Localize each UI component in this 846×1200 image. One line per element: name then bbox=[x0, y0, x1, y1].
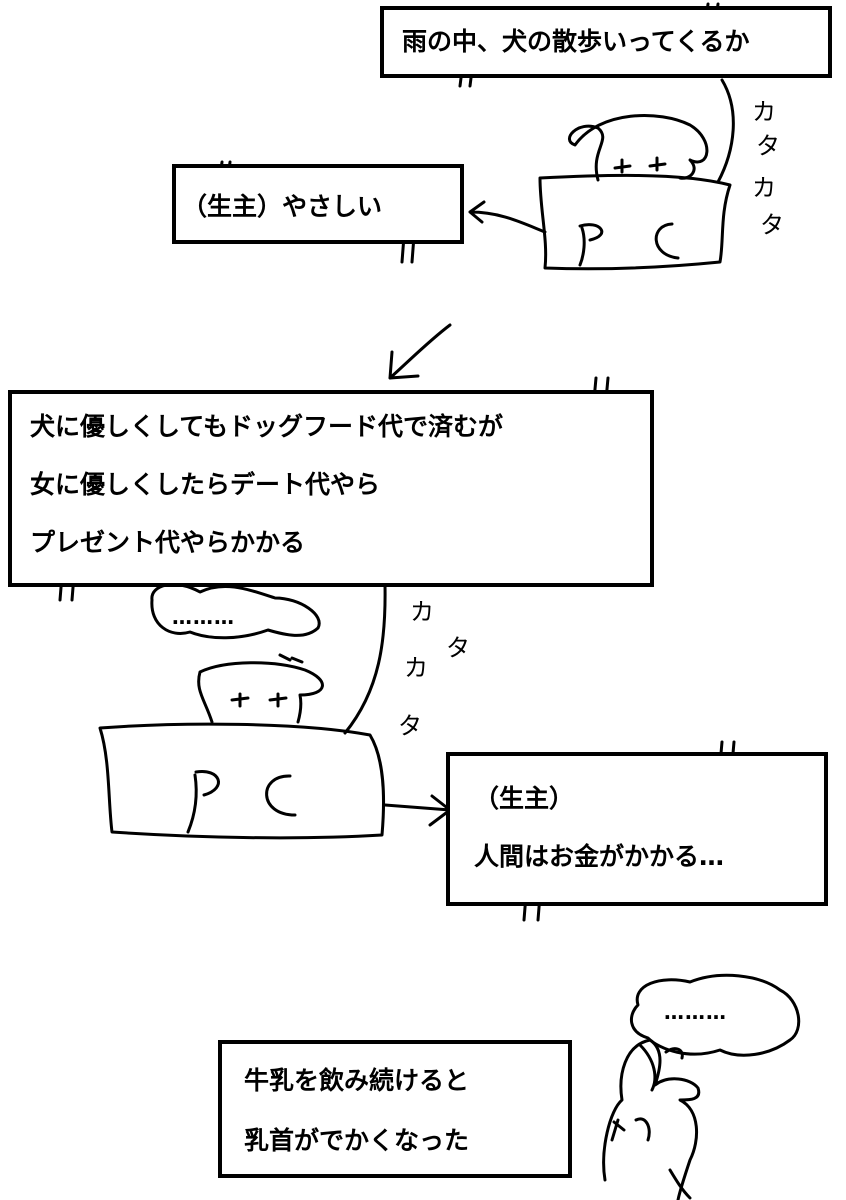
speech-line-1: 牛乳を飲み続けると bbox=[244, 1066, 470, 1095]
thought-cloud bbox=[150, 583, 321, 640]
speech-line-3: プレゼント代やらかかる bbox=[30, 528, 306, 557]
pc-label: P C bbox=[578, 222, 580, 223]
pc-letter-p bbox=[186, 770, 220, 834]
speech-line-1: 犬に優しくしてもドッグフード代で済むが bbox=[30, 412, 504, 441]
typing-sound: カ bbox=[752, 92, 776, 127]
thought-bubble-dots bbox=[278, 653, 304, 664]
typing-sound: タ bbox=[756, 126, 780, 161]
person-line bbox=[668, 1168, 692, 1200]
speech-text: 雨の中、犬の散歩いってくるか bbox=[402, 27, 750, 56]
typing-char: カ bbox=[410, 598, 434, 626]
reply-line-2: 人間はお金がかかる… bbox=[474, 842, 725, 871]
pc-label: P C bbox=[190, 780, 192, 781]
typing-char: タ bbox=[756, 132, 780, 160]
arrow bbox=[388, 323, 452, 380]
speech-tail bbox=[343, 583, 387, 735]
typing-sound: タ bbox=[398, 706, 422, 741]
person-head bbox=[197, 661, 324, 724]
thought-dots: ……… bbox=[172, 605, 235, 629]
typing-sound: タ bbox=[446, 628, 470, 663]
pc-letter-c bbox=[654, 222, 680, 260]
person-eyes bbox=[230, 692, 288, 708]
person-hand bbox=[638, 1043, 684, 1092]
pc-monitor bbox=[538, 173, 732, 271]
typing-char: タ bbox=[446, 634, 470, 662]
person-eyes bbox=[613, 156, 667, 174]
thought-cloud bbox=[629, 973, 801, 1057]
typing-sound: カ bbox=[410, 592, 434, 627]
pc-letter-c bbox=[265, 774, 297, 817]
typing-char: カ bbox=[752, 98, 776, 126]
pc-monitor bbox=[98, 722, 386, 840]
typing-char: カ bbox=[752, 174, 776, 202]
speech-line-2: 乳首がでかくなった bbox=[244, 1126, 470, 1155]
typing-sound: タ bbox=[760, 205, 784, 240]
typing-char: タ bbox=[760, 211, 784, 239]
speech-box-rain-walk: 雨の中、犬の散歩いってくるか bbox=[380, 6, 832, 78]
speech-tail bbox=[716, 78, 735, 184]
pc-letter-p bbox=[578, 223, 604, 267]
reply-box-money: （生主） 人間はお金がかかる… bbox=[446, 752, 828, 906]
reply-box-kind: （生主）やさしい bbox=[172, 164, 464, 244]
person-eyes bbox=[610, 1117, 651, 1142]
typing-char: カ bbox=[404, 654, 428, 682]
reply-text: （生主）やさしい bbox=[182, 192, 383, 221]
thought-dots: ……… bbox=[664, 1000, 727, 1024]
person-head bbox=[568, 114, 709, 182]
typing-sound: カ bbox=[404, 648, 428, 683]
reply-line-1: （生主） bbox=[474, 784, 575, 813]
speech-box-dog-vs-woman: 犬に優しくしてもドッグフード代で済むが 女に優しくしたらデート代やら プレゼント… bbox=[8, 390, 654, 587]
speech-line-2: 女に優しくしたらデート代やら bbox=[30, 470, 381, 499]
arrow bbox=[383, 794, 452, 827]
typing-sound: カ bbox=[752, 168, 776, 203]
speech-box-milk: 牛乳を飲み続けると 乳首がでかくなった bbox=[218, 1040, 572, 1178]
typing-char: タ bbox=[398, 712, 422, 740]
arrow bbox=[468, 200, 547, 234]
